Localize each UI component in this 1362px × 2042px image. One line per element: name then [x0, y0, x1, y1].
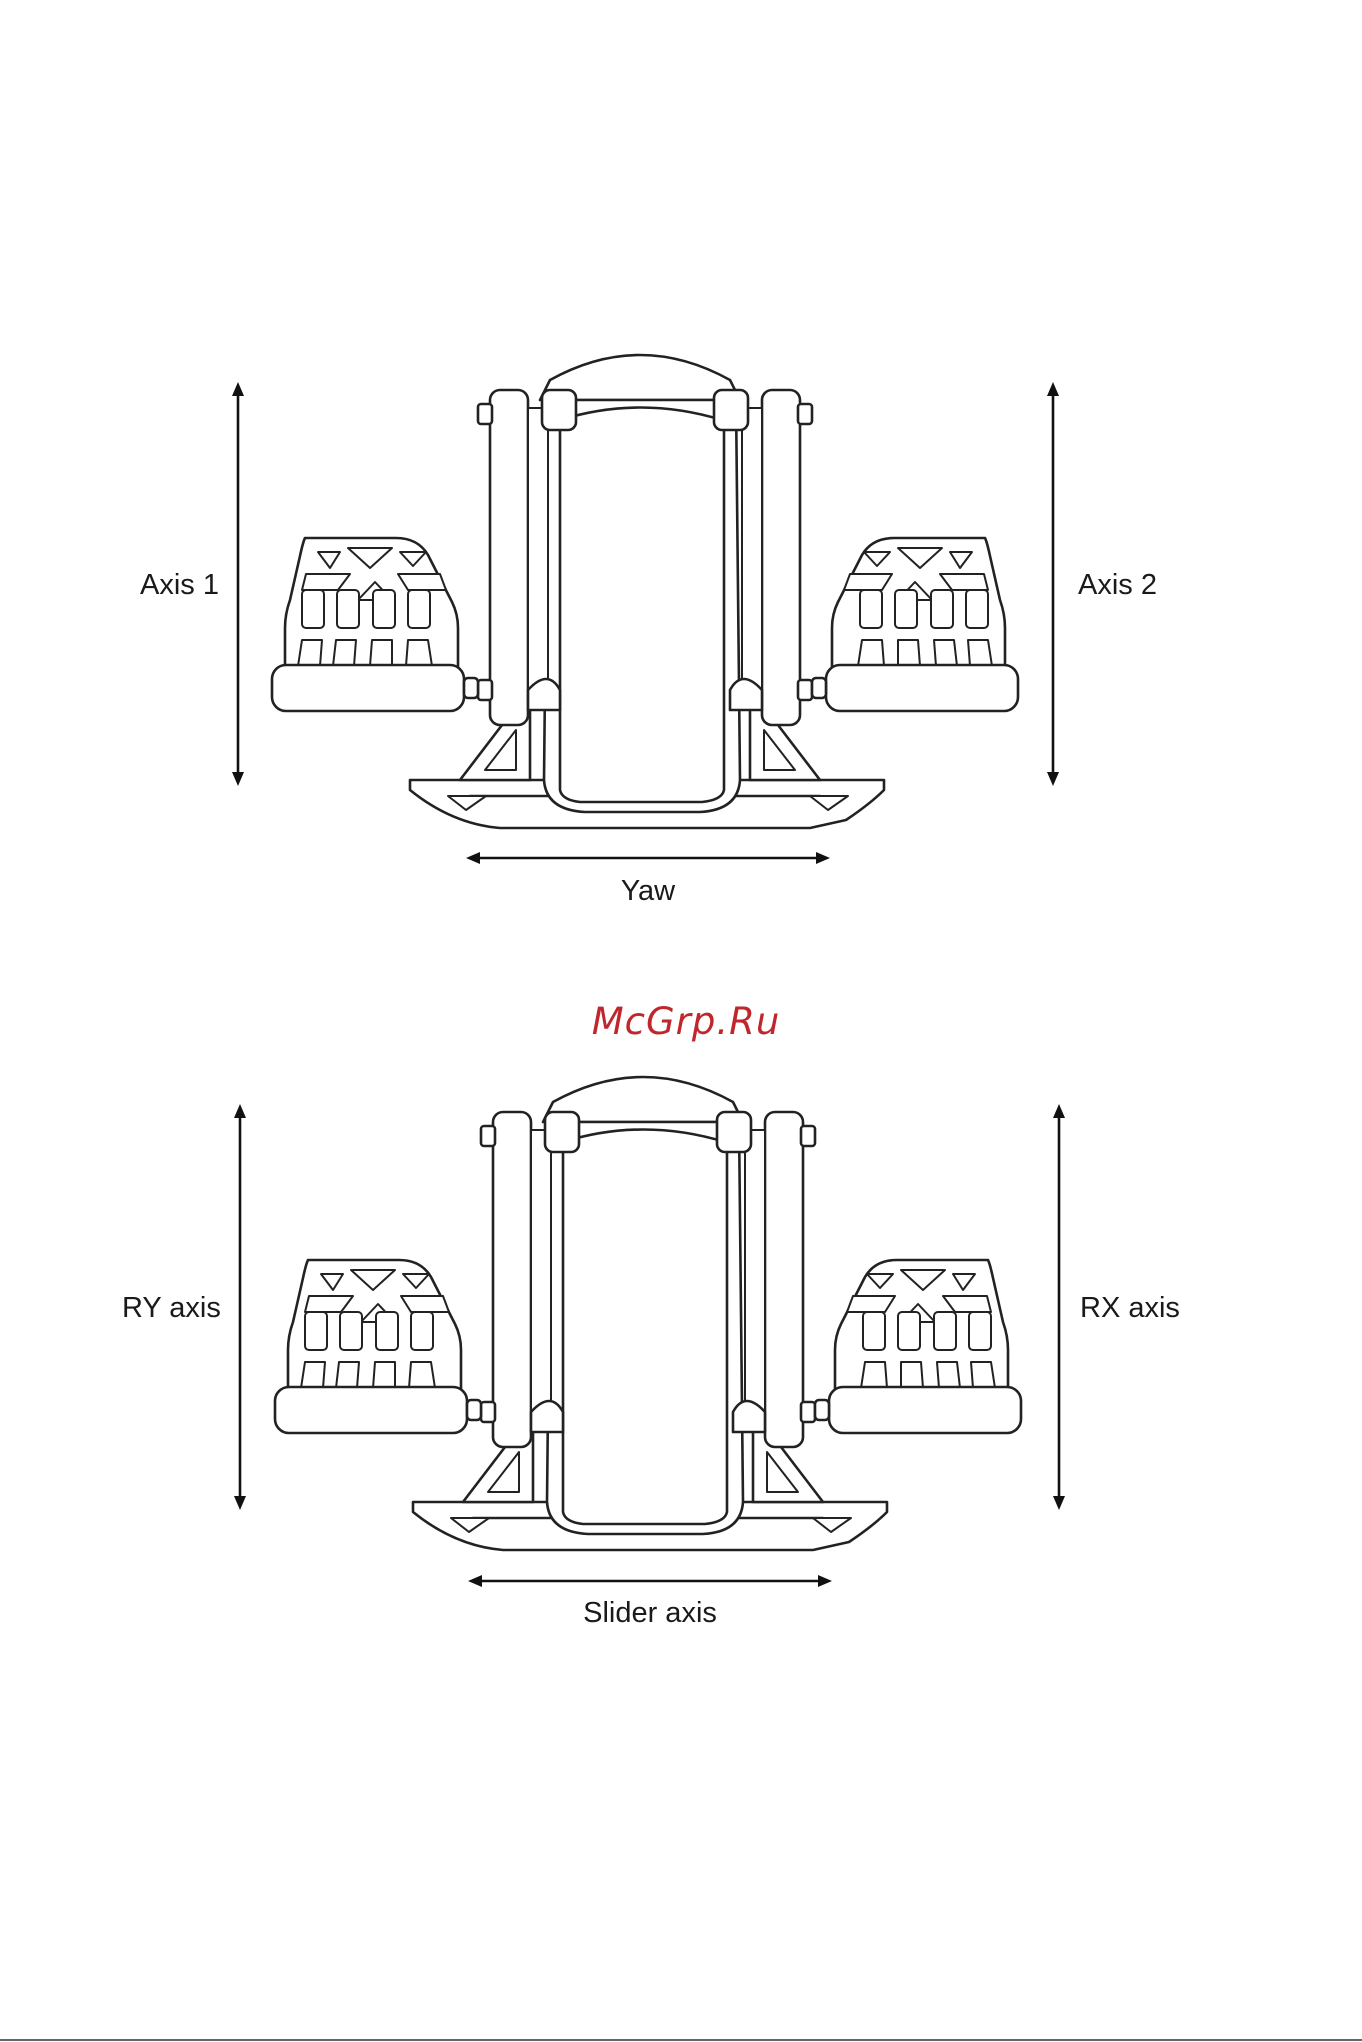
left-axis-arrow: [234, 1104, 246, 1510]
yaw-label: Yaw: [621, 875, 676, 907]
axis-1-label: Axis 1: [140, 569, 219, 601]
right-axis-arrow: [1047, 382, 1059, 786]
rudder-pedals-diagram-bottom: RY axis RX axis Slider axis: [122, 1077, 1180, 1629]
slider-axis-label: Slider axis: [583, 1597, 717, 1629]
rudder-pedals-illustration: [275, 1077, 1021, 1550]
rudder-pedals-illustration: [272, 355, 1018, 828]
ry-axis-label: RY axis: [122, 1292, 221, 1324]
rudder-pedals-diagram-top: Axis 1 Axis 2 Yaw: [140, 355, 1157, 907]
left-axis-arrow: [232, 382, 244, 786]
bottom-axis-arrow: [466, 852, 830, 864]
rx-axis-label: RX axis: [1080, 1292, 1180, 1324]
axis-2-label: Axis 2: [1078, 569, 1157, 601]
bottom-axis-arrow: [468, 1575, 832, 1587]
right-axis-arrow: [1053, 1104, 1065, 1510]
watermark: McGrp.Ru: [592, 1000, 781, 1043]
